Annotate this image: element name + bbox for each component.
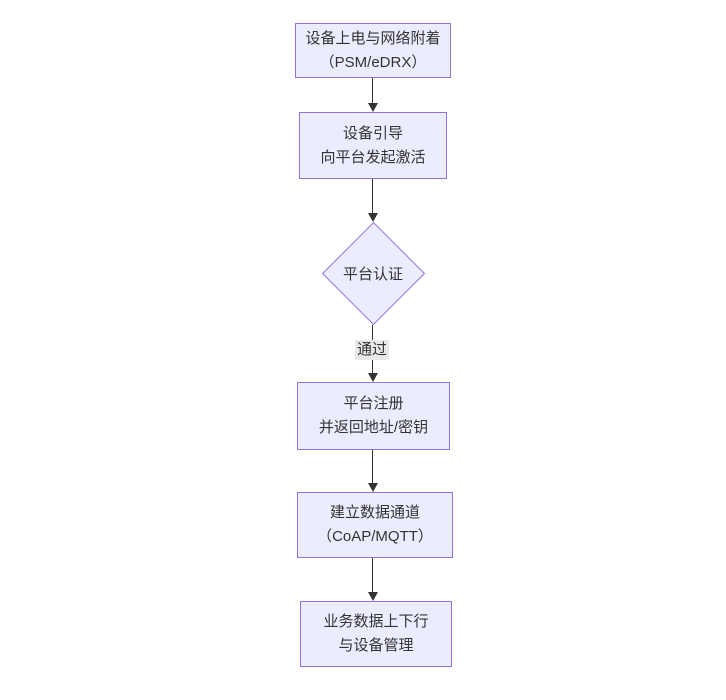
flow-node-data-channel: 建立数据通道 （CoAP/MQTT） [297,492,453,558]
edge-line [372,78,373,105]
edge-label-pass: 通过 [354,340,390,360]
node-label-line: 设备上电与网络附着 [305,29,441,47]
node-label-line: 平台认证 [342,265,403,283]
node-label-line: （PSM/eDRX） [319,53,427,71]
arrowhead-down-icon [367,483,378,492]
arrowhead-down-icon [367,103,378,112]
arrowhead-down-icon [367,592,378,601]
flow-node-power-on-attach: 设备上电与网络附着 （PSM/eDRX） [295,23,451,78]
node-label-line: 向平台发起激活 [320,148,426,166]
edge-line [372,558,373,594]
edge-line [372,179,373,215]
node-label-line: 建立数据通道 [329,504,420,521]
flow-node-bootstrap: 设备引导 向平台发起激活 [299,112,447,179]
edge-line [372,450,373,485]
node-label-line: 并返回地址/密钥 [318,419,429,436]
arrowhead-down-icon [367,213,378,222]
flow-node-platform-auth: 平台认证 [321,221,425,325]
node-label-line: 与设备管理 [338,637,414,654]
flow-node-business-mgmt: 业务数据上下行 与设备管理 [300,601,452,667]
node-label-line: 平台注册 [343,395,404,412]
arrowhead-down-icon [367,373,378,382]
node-label-line: 业务数据上下行 [323,613,429,630]
node-label-line: 设备引导 [342,124,403,142]
flow-node-register: 平台注册 并返回地址/密钥 [297,382,450,450]
node-label-line: （CoAP/MQTT） [317,528,433,545]
